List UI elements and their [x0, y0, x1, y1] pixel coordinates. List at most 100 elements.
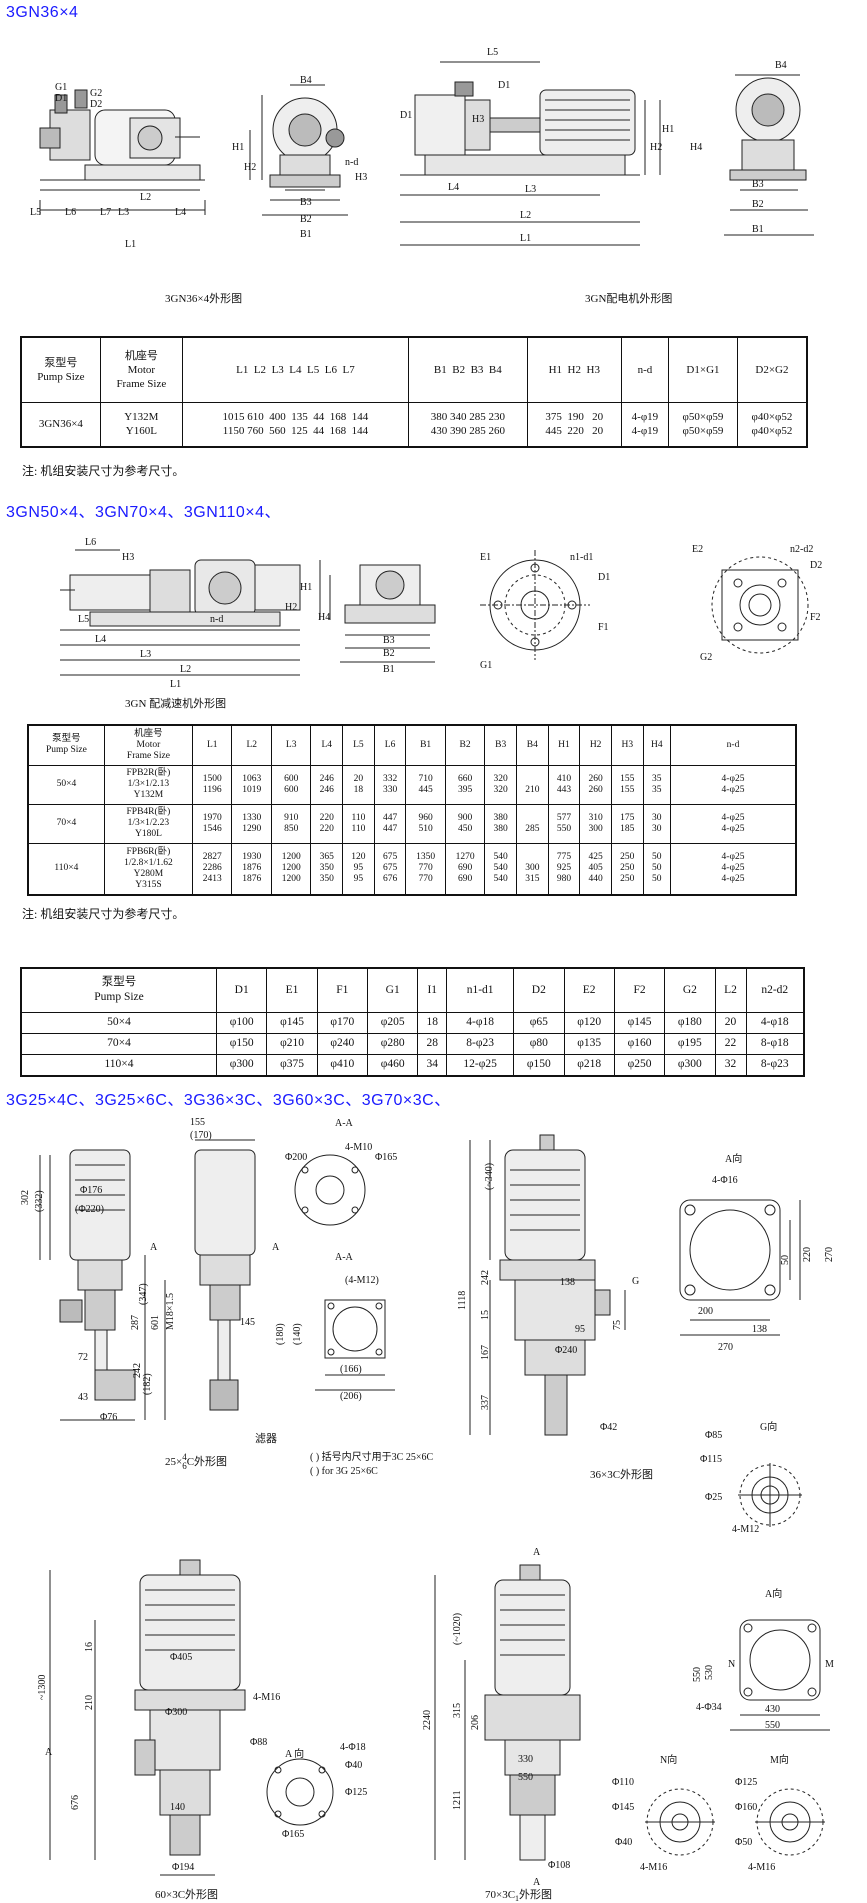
dim-label: G1 — [55, 82, 67, 93]
table-cell: φ120 — [563, 1011, 615, 1034]
table-cell: 110 110 — [342, 803, 375, 844]
table-cell: 175 185 — [610, 803, 644, 844]
dim-label: 138 — [560, 1277, 575, 1288]
dim-label: Φ85 — [705, 1430, 722, 1441]
flange-outlet-drawing — [711, 556, 809, 654]
dim-label: Φ76 — [100, 1412, 117, 1423]
table-cell: φ145 — [266, 1011, 318, 1034]
dim-label: L5 — [487, 47, 498, 58]
dim-label: M18×1.5 — [165, 1293, 176, 1330]
table-cell: φ375 — [266, 1053, 318, 1077]
dim-label: L7 — [100, 207, 111, 218]
table-header: D1×G1 — [668, 336, 738, 403]
dim-label: 4-Φ34 — [696, 1702, 722, 1713]
table-cell: φ250 — [613, 1053, 666, 1077]
table-cell: 310 300 — [579, 803, 612, 844]
table-cell: 120 95 95 — [342, 842, 375, 896]
table-cell: 250 250 250 — [610, 842, 644, 896]
table-cell: φ280 — [367, 1032, 419, 1055]
table-header: L1 — [192, 724, 233, 766]
dim-label: B2 — [752, 199, 764, 210]
table-cell: 4-φ25 4-φ25 — [670, 764, 797, 805]
table-header: I1 — [417, 967, 448, 1013]
table-cell: φ460 — [367, 1053, 419, 1077]
dim-label: (~340) — [484, 1163, 495, 1190]
dim-label: (332) — [34, 1190, 45, 1212]
dim-label: 43 — [78, 1392, 88, 1403]
table-cell: φ170 — [316, 1011, 369, 1034]
dim-label: L1 — [170, 679, 181, 690]
dim-label: 16 — [84, 1642, 95, 1652]
dim-label: A — [45, 1747, 53, 1758]
dim-label: 315 — [452, 1703, 463, 1718]
dim-label: M — [825, 1659, 834, 1670]
dim-label: L1 — [125, 239, 136, 250]
table-cell: 1330 1290 — [231, 803, 272, 844]
table-header: H1 H2 H3 — [526, 336, 622, 403]
dim-label: 270 — [718, 1342, 733, 1353]
dim-label: Φ405 — [170, 1652, 192, 1663]
table-cell: 110×4 — [20, 1053, 217, 1077]
section-heading-3g25: 3G25×4C、3G25×6C、3G36×3C、3G60×3C、3G70×3C、 — [6, 1092, 451, 1109]
dim-label: L2 — [140, 192, 151, 203]
dim-label: 4-M12 — [732, 1524, 759, 1535]
dim-label: 200 — [698, 1306, 713, 1317]
dim-label: 220 — [802, 1247, 813, 1262]
dim-label: N — [728, 1659, 735, 1670]
table-cell: 660 395 — [444, 764, 486, 805]
table-header: L3 — [270, 724, 312, 766]
table-header: G1 — [367, 967, 419, 1013]
dim-label: L6 — [65, 207, 76, 218]
table-cell: 300 315 — [515, 842, 549, 896]
table-cell: 8-φ23 — [446, 1032, 515, 1055]
table-cell: 960 510 — [405, 803, 446, 844]
dim-label: Φ108 — [548, 1860, 570, 1871]
dim-label: 155 — [190, 1117, 205, 1128]
dim-label: 4-M16 — [253, 1692, 280, 1703]
flange-m-view-drawing — [755, 1788, 825, 1856]
dim-label: L6 — [85, 537, 96, 548]
dim-label: F1 — [598, 622, 609, 633]
table-cell: 710 445 — [405, 764, 446, 805]
table-cell: φ65 — [513, 1011, 565, 1034]
dim-label: 1118 — [457, 1291, 468, 1310]
dim-label: G — [632, 1276, 639, 1287]
pump-3gn-motor-end-drawing — [724, 74, 814, 236]
dim-label: Φ110 — [612, 1777, 634, 1788]
dim-label: G2 — [700, 652, 712, 663]
dim-label: H1 — [662, 124, 674, 135]
table-cell: 675 675 676 — [373, 842, 407, 896]
dim-label: D2 — [90, 99, 102, 110]
table-header: L2 — [714, 967, 747, 1013]
dim-label: ~1300 — [37, 1675, 48, 1700]
table-cell: φ150 — [513, 1053, 565, 1077]
dim-label: Φ40 — [345, 1760, 362, 1771]
table-cell: φ135 — [563, 1032, 615, 1055]
table-cell: 210 — [515, 764, 549, 805]
dim-label: H4 — [690, 142, 702, 153]
dim-label: 550 — [765, 1720, 780, 1731]
table-cell: φ300 — [215, 1053, 268, 1077]
dim-label: 430 — [765, 1704, 780, 1715]
table-cell: 910 850 — [270, 803, 312, 844]
dim-label: (140) — [292, 1323, 303, 1345]
table-header: H1 — [547, 724, 581, 766]
table-cell: 28 — [417, 1032, 448, 1055]
table-cell: 1063 1019 — [231, 764, 272, 805]
dim-label: 2240 — [422, 1710, 433, 1730]
table-header: B1 B2 B3 B4 — [407, 336, 528, 403]
dim-label: H1 — [232, 142, 244, 153]
table-header: L5 — [342, 724, 375, 766]
dim-label: n1-d1 — [570, 552, 593, 563]
dim-label: (182) — [142, 1373, 153, 1395]
dim-label: Φ50 — [735, 1837, 752, 1848]
table-row: 110×4 φ300 φ375 φ410 φ460 34 12-φ25 φ150… — [20, 1053, 805, 1077]
pump-3gn36-end-drawing — [249, 84, 348, 216]
pump-3gn-reducer-end-drawing — [319, 560, 436, 663]
table-header: n-d — [620, 336, 670, 403]
dim-label: Φ194 — [172, 1862, 194, 1873]
dim-label: 140 — [170, 1802, 185, 1813]
dim-label: G1 — [480, 660, 492, 671]
